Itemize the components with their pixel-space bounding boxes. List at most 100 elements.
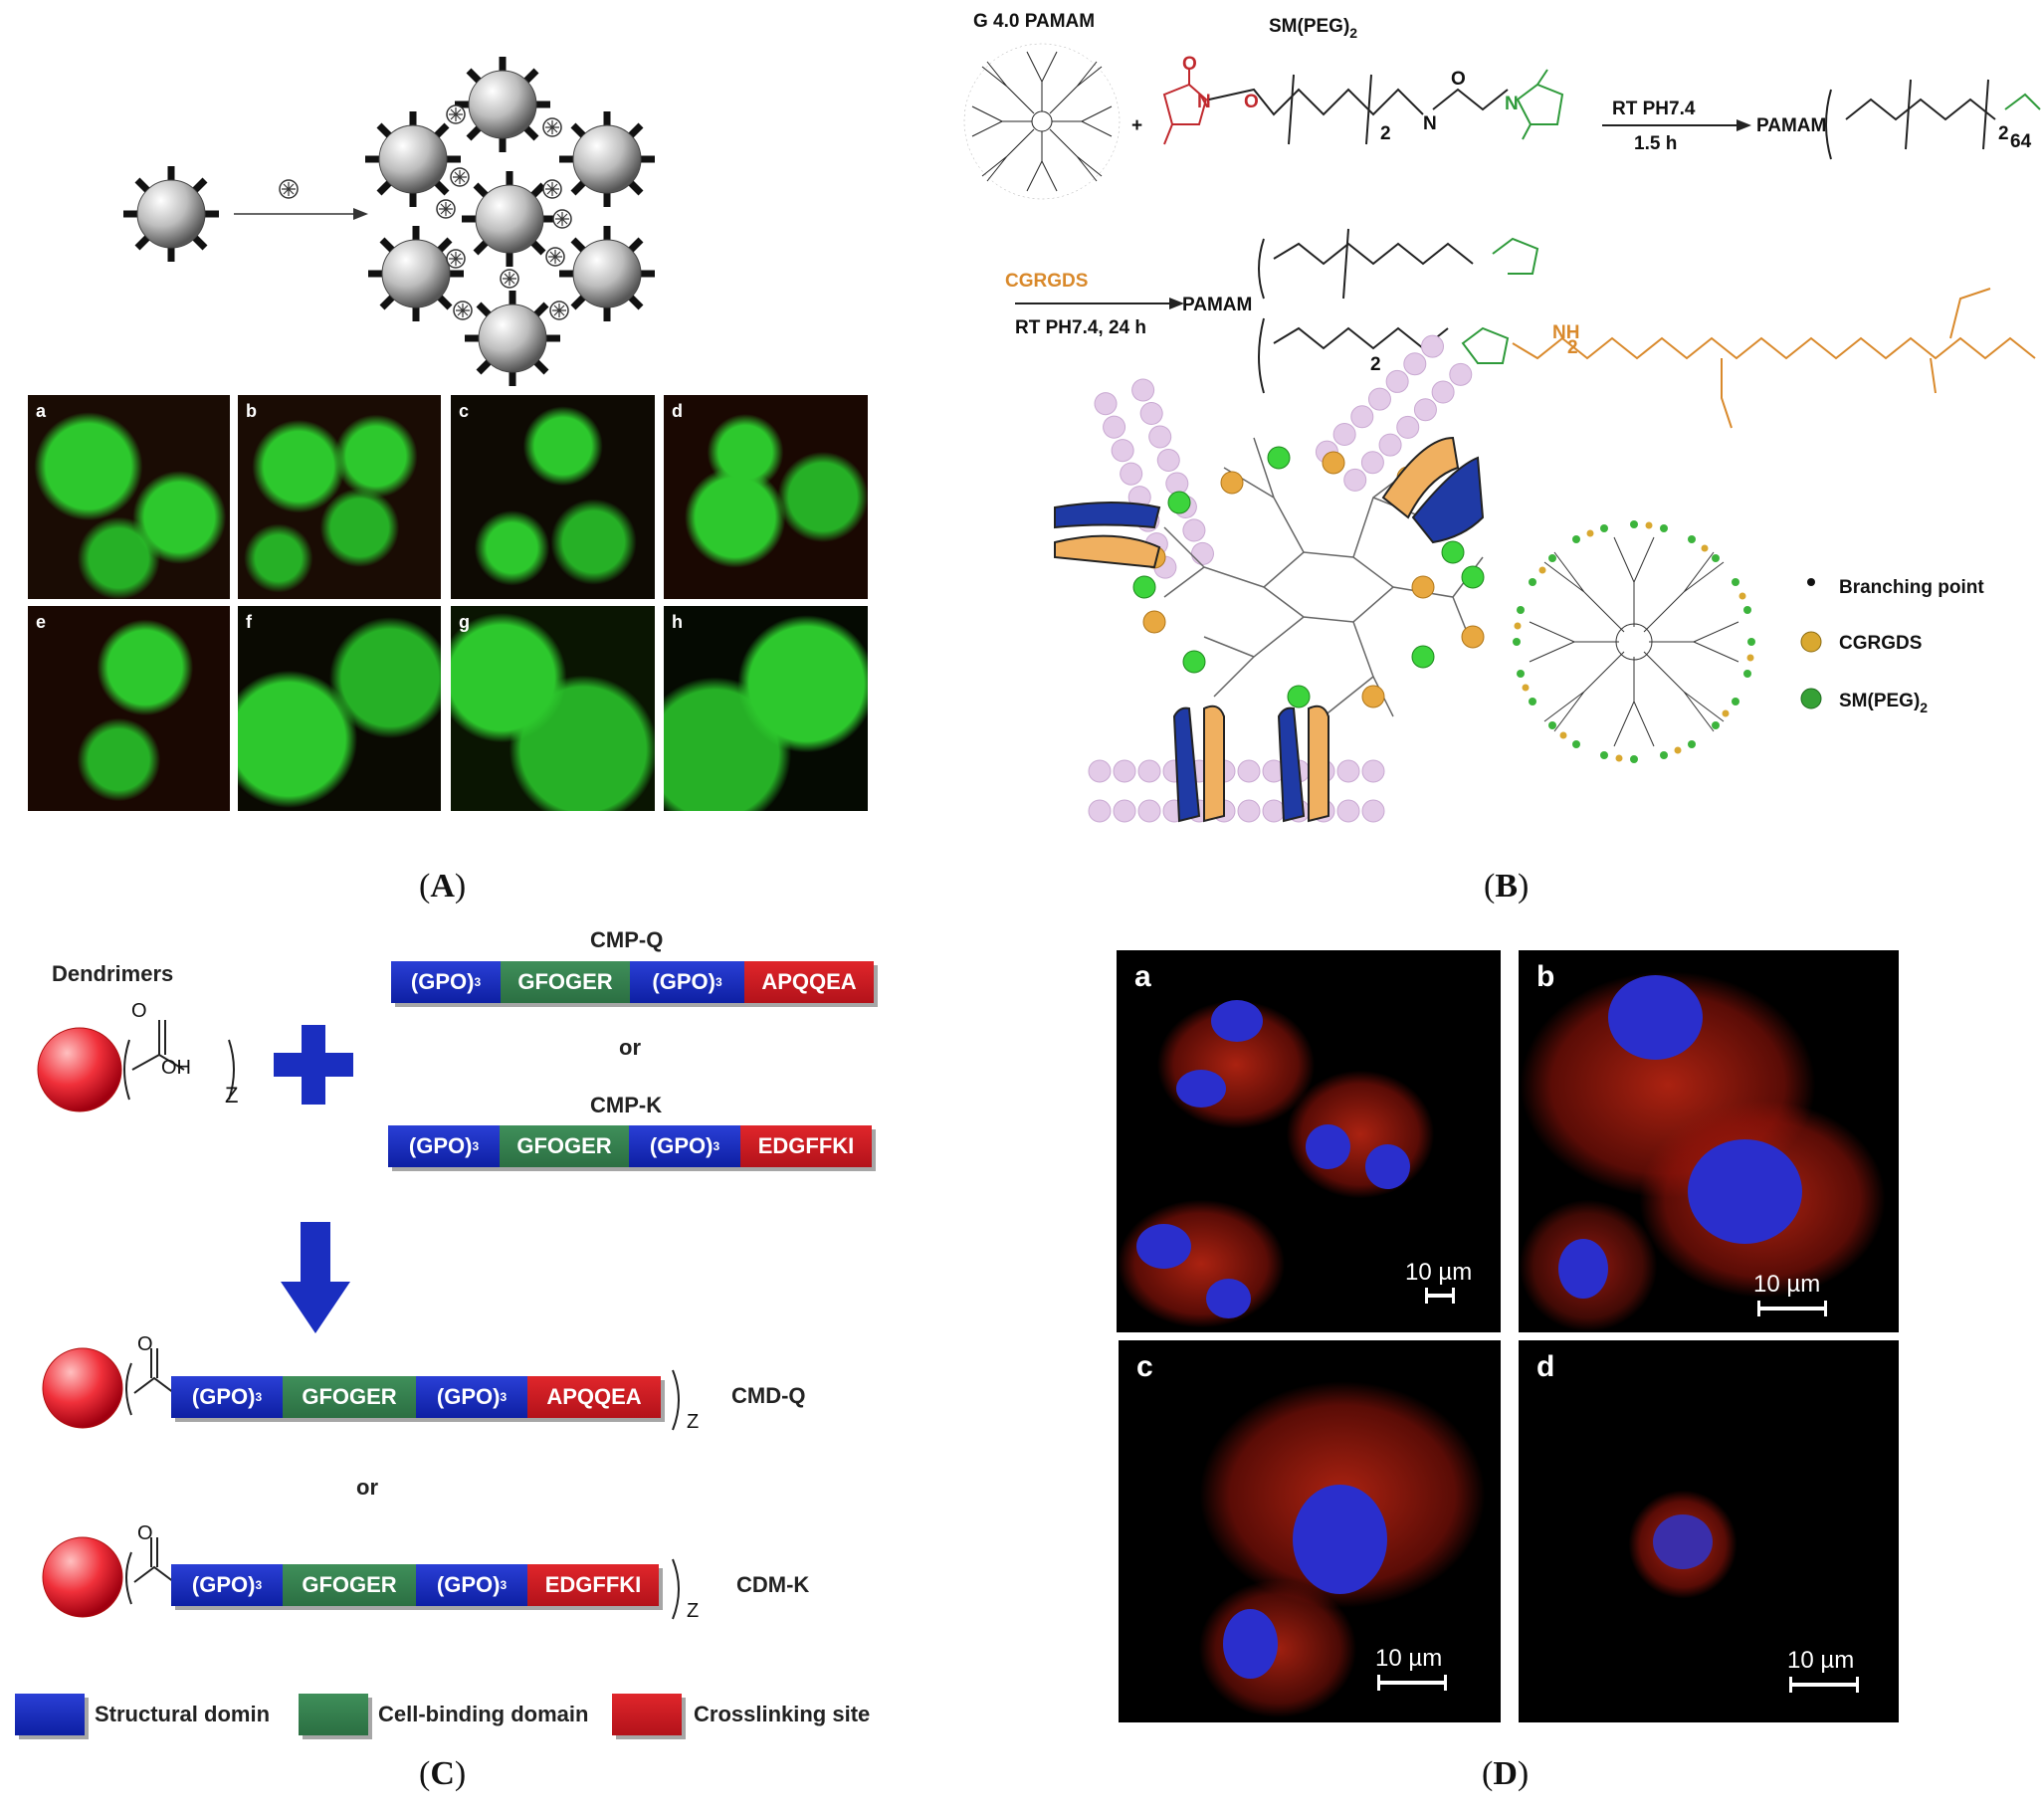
svg-text:O: O (1244, 92, 1259, 112)
cmpk-gpo-2: (GPO)3 (629, 1125, 740, 1167)
sub-2a: 2 (1380, 123, 1391, 144)
svg-text:N: N (1197, 92, 1211, 112)
micro-c: c (451, 395, 655, 599)
legend-structural-swatch (15, 1694, 85, 1735)
plus-icon (274, 1025, 353, 1105)
dendrimer-icon (279, 179, 299, 199)
micro-label: d (672, 401, 683, 421)
sub-2d: 2 (1567, 337, 1578, 358)
scale-label: 10 µm (1753, 1271, 1821, 1298)
smpeg-balls (1132, 446, 1485, 708)
rt2: RT PH7.4, 24 h (1015, 317, 1146, 338)
panel-label-a: (A) (419, 868, 467, 905)
svg-text:N: N (1423, 113, 1437, 134)
panel-b-scheme: G 4.0 PAMAM SM(PEG)2 + N O O 2 N O N RT … (963, 11, 2041, 823)
z3: Z (687, 1600, 700, 1622)
micro-b: b (238, 395, 441, 599)
membrane-bottom (1088, 759, 1385, 823)
sub-2b: 2 (1998, 123, 2009, 144)
cmpq-gfoger: GFOGER (501, 961, 630, 1003)
fluor-c: c 10 µm (1119, 1340, 1501, 1722)
scale-label: 10 µm (1787, 1647, 1855, 1674)
plus-sign: + (1131, 115, 1142, 136)
pamam1: PAMAM (1756, 115, 1826, 136)
cgrgds-reagent: CGRGDS (1005, 271, 1088, 292)
micro-a: a (28, 395, 230, 599)
legend-structural: Structural domin (95, 1702, 271, 1726)
micro-label: a (36, 401, 47, 421)
cmpk-edgffki: EDGFFKI (740, 1125, 872, 1167)
cooh-o: O (131, 1000, 147, 1022)
legend-crosslink-swatch (612, 1694, 682, 1735)
or-1: or (619, 1035, 641, 1060)
cmpk-gpo-1: (GPO)3 (388, 1125, 500, 1167)
legend-smpeg: SM(PEG)2 (1839, 691, 1928, 715)
micro-e: e (28, 606, 230, 811)
panel-a-scheme (100, 50, 716, 388)
g4-label: G 4.0 PAMAM (973, 11, 1095, 32)
fluor-label: a (1134, 960, 1151, 993)
integrin-receptors (1054, 436, 1485, 823)
scale-bar (1377, 1675, 1447, 1691)
cmpk-gfoger: GFOGER (500, 1125, 629, 1167)
maleimide-ring (1516, 69, 1564, 140)
sub-2c: 2 (1370, 354, 1381, 375)
cmdq-gpo-2: (GPO)3 (416, 1376, 527, 1418)
fluor-d: d 10 µm (1519, 1340, 1899, 1722)
smpeg-label: SM(PEG)2 (1269, 16, 1357, 41)
legend-branch-dot (1807, 578, 1815, 586)
svg-text:NH: NH (1552, 322, 1579, 343)
dendrimer-cooh (37, 1020, 235, 1112)
cmpq-apqqea: APQQEA (744, 961, 874, 1003)
down-arrow-icon (281, 1222, 350, 1333)
legend-crosslink: Crosslinking site (694, 1702, 871, 1726)
micro-f: f (238, 606, 441, 811)
aggregate-spheres (365, 57, 655, 386)
single-sphere (123, 166, 219, 262)
cdmk-bracket (672, 1558, 680, 1620)
membrane-top-right (1315, 334, 1473, 492)
scale-label: 10 µm (1375, 1645, 1443, 1672)
fluor-a: a 10 µm (1117, 950, 1501, 1332)
fluor-label: b (1536, 960, 1555, 993)
rt1-time: 1.5 h (1634, 133, 1677, 154)
cmdq-gfoger: GFOGER (283, 1376, 416, 1418)
cooh-oh: OH (161, 1057, 191, 1079)
panel-label-b: (B) (1484, 868, 1530, 905)
nhs-ring (1162, 70, 1208, 145)
panel-label-d: (D) (1482, 1755, 1530, 1792)
cmdq-bracket (672, 1369, 680, 1431)
cdmk-gfoger: GFOGER (283, 1564, 416, 1606)
fluor-label: c (1136, 1350, 1153, 1383)
micro-label: g (459, 612, 470, 632)
sub-64: 64 (2010, 131, 2032, 152)
cdmk-edgffki: EDGFFKI (527, 1564, 659, 1606)
scale-bar (1757, 1301, 1827, 1316)
micro-g: g (451, 606, 655, 811)
micro-label: e (36, 612, 47, 632)
cmdq-o: O (137, 1333, 153, 1355)
cmpq-gpo-2: (GPO)3 (630, 961, 744, 1003)
cdmk-gpo-2: (GPO)3 (416, 1564, 527, 1606)
panel-label-c: (C) (419, 1755, 467, 1792)
micro-label: b (246, 401, 257, 421)
scale-bar (1789, 1677, 1859, 1693)
svg-text:O: O (1182, 54, 1197, 75)
rt1: RT PH7.4 (1612, 99, 1696, 119)
legend-cellbinding-swatch (299, 1694, 368, 1735)
micro-label: c (459, 401, 470, 421)
cmdq-label: CMD-Q (731, 1383, 806, 1408)
cmpk-title: CMP-K (590, 1093, 663, 1117)
fluor-label: d (1536, 1350, 1555, 1383)
legend-cgrgds-dot (1800, 631, 1822, 653)
cmpq-gpo-1: (GPO)3 (391, 961, 501, 1003)
micro-h: h (664, 606, 868, 811)
z1: Z (225, 1083, 239, 1108)
dendrimers-label: Dendrimers (52, 961, 174, 986)
svg-text:N: N (1505, 94, 1519, 114)
micro-label: f (246, 612, 252, 632)
fluor-b: b 10 µm (1519, 950, 1899, 1332)
cmpq-title: CMP-Q (590, 927, 664, 952)
legend-cellbinding: Cell-binding domain (378, 1702, 589, 1726)
legend-cgrgds: CGRGDS (1839, 633, 1922, 654)
